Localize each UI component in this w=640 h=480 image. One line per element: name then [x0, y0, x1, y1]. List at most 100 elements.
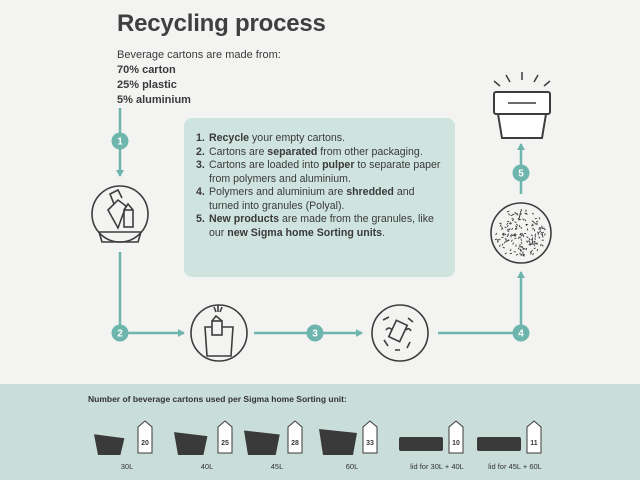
granule: [502, 232, 505, 235]
granule: [528, 238, 530, 241]
granule: [511, 218, 514, 220]
step-highlight: New products: [209, 213, 280, 225]
carton-icon: [448, 420, 464, 454]
granule: [507, 233, 509, 236]
granule: [533, 247, 536, 250]
granule: [499, 244, 501, 247]
granule: [514, 212, 517, 214]
granule: [543, 228, 546, 231]
granule: [525, 212, 528, 215]
bin-icon: 25: [174, 420, 233, 455]
granule: [531, 220, 535, 222]
step-text: your empty cartons.: [249, 132, 346, 144]
granule: [508, 223, 512, 225]
granule: [533, 240, 536, 243]
granule: [536, 222, 538, 225]
granule: [533, 221, 536, 224]
granule: [530, 234, 533, 237]
granule: [501, 243, 504, 246]
step-number: 4.: [196, 186, 205, 198]
granule: [516, 227, 518, 230]
carton-icon: [287, 420, 303, 454]
granule: [512, 242, 515, 245]
granule: [542, 227, 545, 230]
granule: [538, 217, 541, 220]
carton-icon: [526, 420, 542, 454]
granule: [509, 221, 512, 225]
granule: [534, 218, 537, 220]
granule: [538, 230, 541, 233]
step-highlight: shredded: [346, 186, 394, 198]
granule: [531, 225, 534, 227]
step-highlight: Recycle: [209, 132, 250, 144]
bin-icon: 20: [94, 420, 153, 455]
sorting-unit-icon: [493, 72, 551, 139]
granule: [518, 219, 521, 221]
granule: [520, 241, 523, 245]
granule: [520, 249, 522, 252]
pulper-shredding-icon: [371, 304, 429, 362]
granule: [519, 214, 521, 218]
granule: [510, 248, 512, 252]
step-highlight: pulper: [322, 159, 355, 171]
carton-usage-panel: Number of beverage cartons used per Sigm…: [0, 384, 640, 480]
process-step-2: 2.Cartons are separated from other packa…: [196, 146, 447, 160]
granule: [513, 251, 516, 253]
granule: [522, 251, 524, 254]
svg-text:4: 4: [518, 329, 524, 340]
granule: [515, 253, 519, 256]
unit-size-label: 40L: [200, 462, 214, 471]
granule: [533, 243, 536, 247]
bin-icon: 33: [319, 420, 378, 455]
carton-count: 25: [221, 440, 229, 447]
granule: [541, 231, 544, 234]
polyal-granules-icon: [490, 202, 552, 264]
process-step-1: 1. Recycle your empty cartons.: [196, 132, 447, 146]
granule: [539, 228, 542, 231]
granule: [532, 252, 534, 256]
granule: [504, 226, 507, 229]
step-number: 3.: [196, 159, 205, 171]
svg-text:1: 1: [117, 137, 123, 148]
granule: [544, 233, 546, 236]
granule: [520, 210, 522, 214]
granule: [497, 239, 499, 242]
carton-icon: [217, 420, 233, 454]
granule: [514, 221, 517, 224]
granule: [509, 253, 513, 255]
granule: [514, 233, 517, 236]
granule: [534, 237, 536, 241]
granule: [522, 253, 525, 256]
granule: [525, 247, 527, 251]
process-step-4: 4.Polymers and aluminium are shredded an…: [196, 186, 447, 213]
step-number: 5.: [196, 213, 205, 225]
granule: [540, 243, 542, 247]
granule: [498, 238, 501, 241]
granule: [507, 220, 510, 223]
granule: [514, 237, 517, 240]
granule: [537, 231, 540, 234]
granule: [530, 238, 533, 241]
granule: [525, 209, 527, 212]
granule: [514, 227, 517, 231]
granule: [519, 248, 521, 252]
step-badge-5: 5: [512, 164, 530, 182]
granule: [519, 213, 523, 216]
granule: [529, 251, 532, 254]
granule: [526, 228, 529, 231]
granule: [522, 218, 525, 221]
granule: [531, 242, 534, 244]
granule: [532, 237, 533, 240]
carton-count: 20: [141, 440, 149, 447]
granule: [522, 247, 525, 251]
granule: [519, 252, 521, 255]
granule: [524, 219, 527, 222]
step-badge-3: 3: [306, 324, 324, 342]
granule: [506, 235, 509, 238]
granule: [504, 233, 507, 236]
step-number: 1.: [196, 132, 205, 144]
granule: [524, 212, 527, 215]
